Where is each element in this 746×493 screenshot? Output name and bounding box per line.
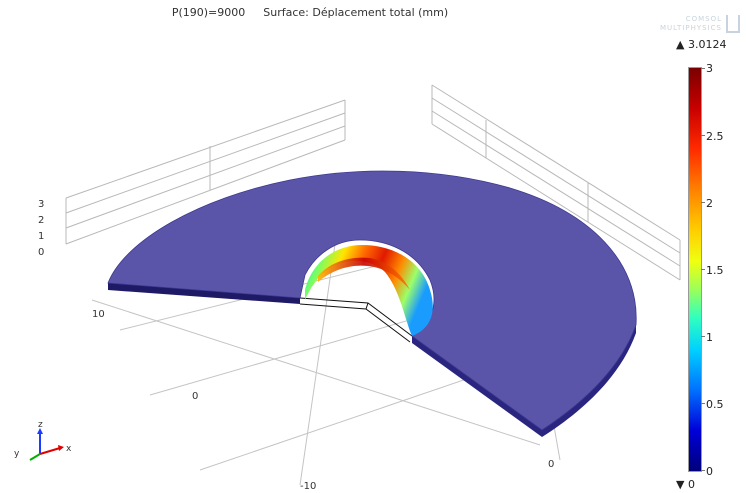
z-tick: 3 — [38, 199, 45, 210]
colorbar-tick: 0.5 — [706, 398, 724, 411]
x-tick: 0 — [548, 459, 555, 470]
colorbar-tick: 3 — [706, 62, 713, 75]
colorbar-tickmark — [701, 403, 705, 404]
back-grid-left — [65, 99, 346, 245]
colorbar-tickmark — [701, 470, 705, 471]
parameter-label: P(190)=9000 — [171, 6, 246, 19]
z-tick: 2 — [38, 215, 45, 226]
colorbar-max-label: ▲ 3.0124 — [676, 38, 727, 51]
comsol-logo: COMSOL MULTIPHYSICS — [650, 12, 742, 40]
y-tick: -10 — [300, 481, 317, 492]
colorbar-tickmark — [701, 336, 705, 337]
colorbar-tick: 2.5 — [706, 130, 724, 143]
colorbar-tick: 2 — [706, 197, 713, 210]
z-tick: 1 — [38, 231, 45, 242]
plot-title: P(190)=9000 Surface: Déplacement total (m… — [0, 6, 620, 19]
colorbar-tick: 0 — [706, 465, 713, 478]
triad-y-label: y — [14, 449, 20, 459]
plate-edges — [108, 283, 636, 437]
colorbar-tickmark — [701, 68, 705, 69]
axis-triad-icon: z x y — [14, 420, 72, 461]
logo-line2: MULTIPHYSICS — [659, 24, 722, 32]
colorbar — [688, 67, 702, 472]
z-tick: 0 — [38, 247, 45, 258]
colorbar-tick: 1 — [706, 331, 713, 344]
dome-inner-surface — [318, 257, 410, 290]
y-tick: 0 — [192, 391, 199, 402]
surface-label: Surface: Déplacement total (mm) — [263, 6, 449, 19]
triad-x-label: x — [66, 444, 72, 454]
logo-line1: COMSOL — [685, 15, 722, 23]
colorbar-min-label: ▼ 0 — [676, 478, 695, 491]
deformed-dome — [305, 245, 433, 336]
colorbar-tickmark — [701, 135, 705, 136]
plate-top-surface — [107, 170, 637, 431]
comsol-logo-icon — [726, 15, 740, 33]
colorbar-tick: 1.5 — [706, 264, 724, 277]
y-tick: 10 — [92, 309, 105, 320]
colorbar-tickmark — [701, 269, 705, 270]
back-grid-right — [431, 84, 681, 281]
colorbar-tickmark — [701, 202, 705, 203]
hole-outline — [299, 297, 413, 343]
triad-z-label: z — [38, 420, 43, 430]
